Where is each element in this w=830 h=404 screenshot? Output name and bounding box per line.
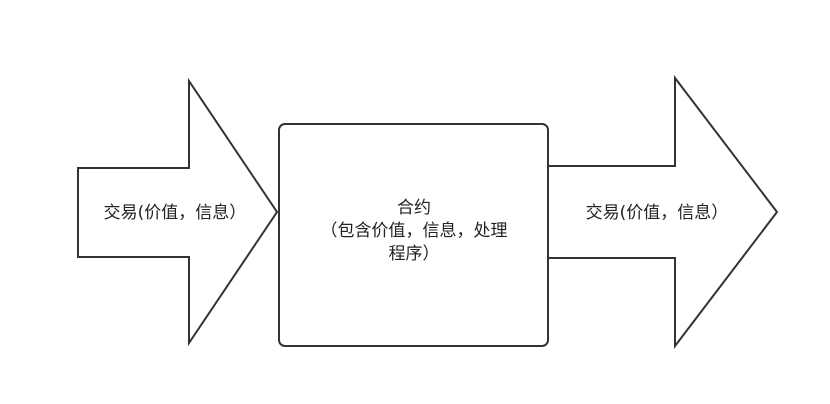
right-arrow-shape xyxy=(547,75,779,349)
left-arrow-text: 交易(价值，信息） xyxy=(103,203,247,223)
contract-title: 合约 xyxy=(397,198,431,218)
left-arrow-shape xyxy=(77,77,279,347)
contract-detail-line1: （包含价值，信息，处理 xyxy=(320,221,508,241)
right-arrow-text: 交易(价值，信息） xyxy=(585,203,729,223)
left-arrow-label: 交易(价值，信息） xyxy=(80,202,270,225)
right-arrow-label: 交易(价值，信息） xyxy=(552,202,762,225)
contract-detail-line2: 程序） xyxy=(388,244,440,264)
contract-box-label: 合约 （包含价值，信息，处理 程序） xyxy=(282,197,546,266)
